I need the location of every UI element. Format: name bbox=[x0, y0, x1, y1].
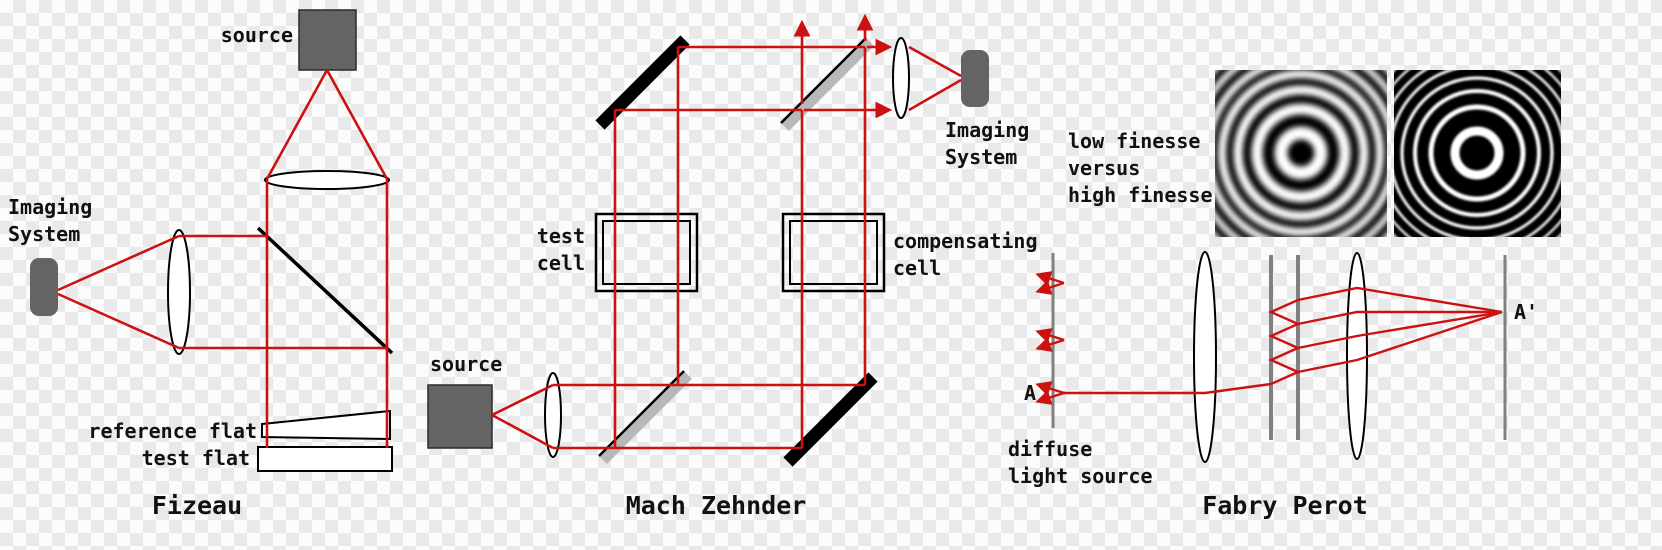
fp-diffuse-source-label-line1: diffuse bbox=[1008, 437, 1092, 461]
diffuse-emission-arrow bbox=[1035, 328, 1065, 343]
beam-ray bbox=[908, 45, 962, 78]
fizeau-beam-paths bbox=[57, 69, 389, 448]
fp-finesse-caption-line3: high finesse bbox=[1068, 183, 1213, 207]
beam-ray bbox=[1297, 310, 1503, 374]
beam-ray bbox=[1297, 310, 1503, 350]
mz-compensating-cell-label-line2: cell bbox=[893, 256, 941, 280]
beam-ray bbox=[1297, 286, 1503, 314]
fp-title: Fabry Perot bbox=[1202, 491, 1368, 520]
fizeau-imaging-system-label-line2: System bbox=[8, 222, 80, 246]
fizeau-beamsplitter-plate bbox=[256, 226, 394, 355]
mz-imaging-system-label-line1: Imaging bbox=[945, 118, 1029, 142]
fp-beam-paths bbox=[1035, 271, 1503, 405]
fp-focusing-lens bbox=[1346, 252, 1368, 460]
fringe-rings bbox=[1394, 70, 1561, 237]
beam-ray bbox=[57, 292, 180, 350]
etalon-internal-reflections bbox=[1268, 298, 1301, 386]
mz-imaging-lens bbox=[892, 37, 910, 119]
fp-collimating-lens bbox=[1193, 251, 1217, 463]
mz-compensating-cell-outer bbox=[781, 212, 886, 293]
fizeau-test-flat-label: test flat bbox=[142, 446, 250, 470]
fizeau-collimating-lens bbox=[264, 170, 390, 190]
mz-detector bbox=[961, 50, 989, 107]
fizeau-imaging-system-label-line1: Imaging bbox=[8, 195, 92, 219]
mz-test-cell-label-line2: cell bbox=[537, 251, 585, 275]
fringe-square bbox=[1394, 70, 1561, 237]
beam-ray bbox=[325, 69, 389, 180]
diffuse-emission-arrow bbox=[1035, 390, 1065, 405]
beam-ray bbox=[491, 383, 554, 417]
mz-test-cell-label-line1: test bbox=[537, 224, 585, 248]
mz-imaging-system-label-line2: System bbox=[945, 145, 1017, 169]
fizeau-reference-flat bbox=[261, 409, 391, 441]
mz-beamsplitter-output bbox=[781, 38, 874, 131]
fizeau-test-flat bbox=[257, 446, 393, 472]
mz-collimating-lens bbox=[544, 372, 562, 458]
mz-beamsplitter-input bbox=[599, 371, 692, 464]
fringe-pattern-high-finesse bbox=[1394, 70, 1561, 237]
mz-compensating-cell-inner bbox=[789, 220, 878, 285]
fizeau-panel: source Imaging System reference flat tes… bbox=[8, 9, 394, 520]
diffuse-emission-arrow bbox=[1035, 337, 1065, 352]
fp-point-a-label: A bbox=[1024, 381, 1036, 405]
fizeau-title: Fizeau bbox=[152, 491, 242, 520]
beam-ray bbox=[1297, 310, 1502, 326]
fringe-rings bbox=[1215, 70, 1387, 237]
diffuse-emission-arrow bbox=[1035, 271, 1065, 286]
fp-finesse-caption-line1: low finesse bbox=[1068, 129, 1200, 153]
diffuse-emission-arrow bbox=[1035, 280, 1065, 295]
mz-source-label: source bbox=[430, 352, 502, 376]
fp-diffuse-source-label-line2: light source bbox=[1008, 464, 1153, 488]
mz-mirror-top-left bbox=[595, 35, 690, 130]
fizeau-source-label: source bbox=[221, 23, 293, 47]
mz-test-cell-outer bbox=[594, 212, 699, 293]
diffuse-emission-arrow bbox=[1035, 381, 1065, 396]
beam-ray bbox=[57, 234, 180, 292]
fizeau-source-square bbox=[298, 9, 357, 71]
mz-title: Mach Zehnder bbox=[626, 491, 807, 520]
mz-source-square bbox=[427, 384, 493, 449]
mach-zehnder-panel: source test cell compensating cell Imagi… bbox=[427, 13, 1038, 520]
mz-beam-paths bbox=[491, 13, 962, 450]
fizeau-imaging-lens bbox=[167, 229, 191, 355]
fringe-pattern-low-finesse bbox=[1215, 70, 1387, 237]
mz-test-cell-inner bbox=[602, 220, 691, 285]
fabry-perot-panel: low finesse versus high finesse A A' dif… bbox=[1008, 70, 1561, 520]
mz-compensating-cell-label-line1: compensating bbox=[893, 229, 1038, 253]
beam-ray bbox=[265, 69, 329, 180]
fp-point-a-prime-label: A' bbox=[1514, 300, 1538, 324]
fizeau-detector bbox=[30, 258, 58, 316]
beam-ray bbox=[908, 78, 962, 112]
beam-ray bbox=[491, 413, 554, 450]
beam-ray bbox=[1204, 382, 1272, 395]
fizeau-reference-flat-label: reference flat bbox=[88, 419, 257, 443]
fp-finesse-caption-line2: versus bbox=[1068, 156, 1140, 180]
